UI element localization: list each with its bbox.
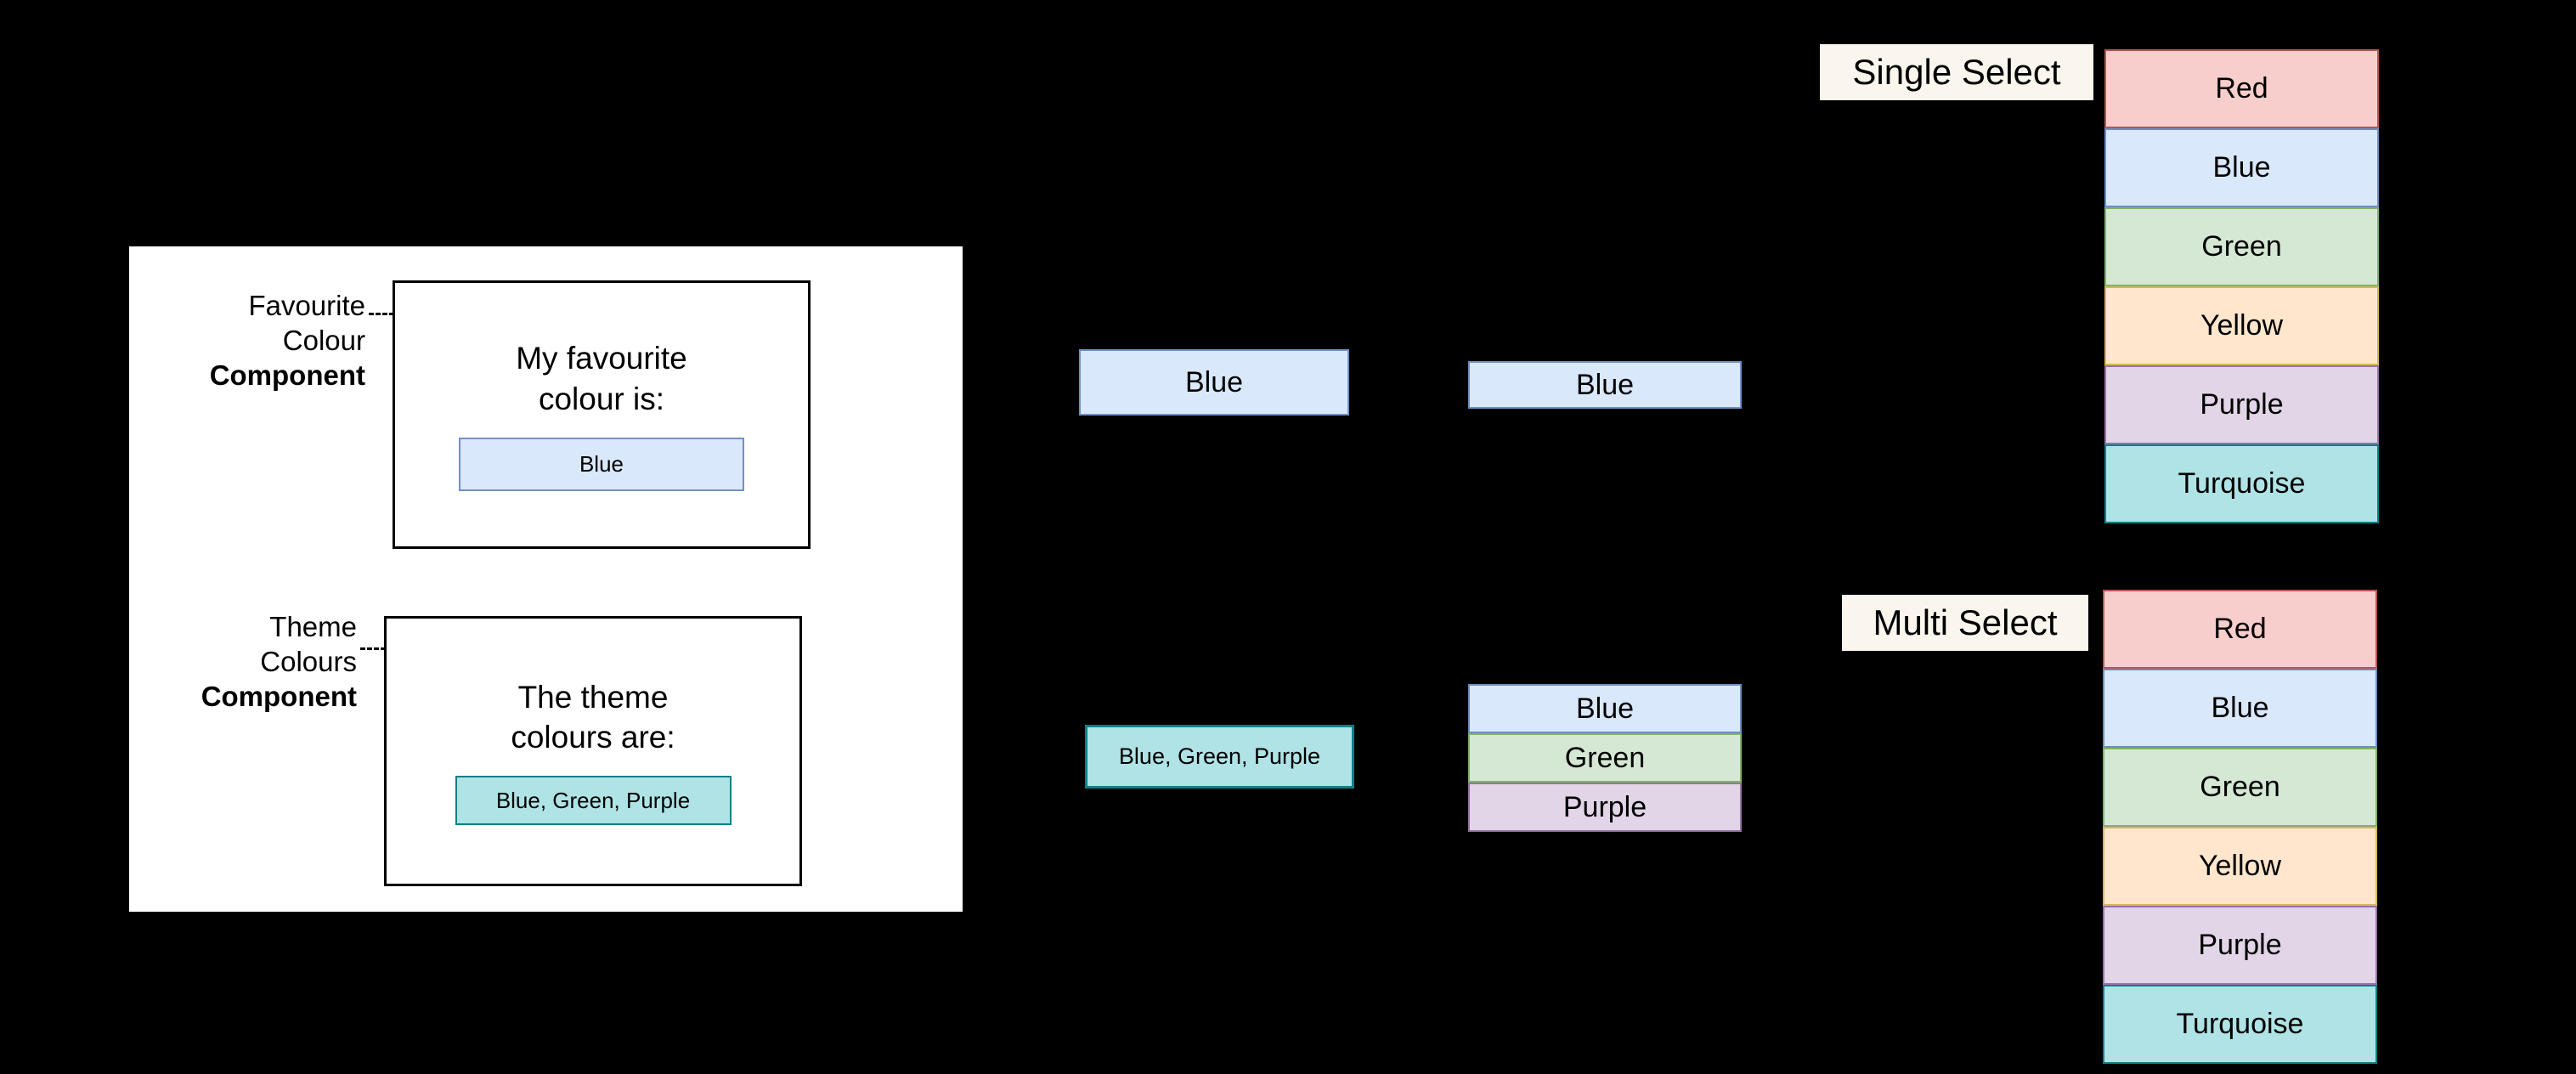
multi-select-title: Multi Select: [1842, 595, 2088, 651]
theme-colours-label-line-1: Theme: [269, 611, 357, 642]
emitted-value-multi-option-label: Blue: [1575, 692, 1635, 725]
theme-colours-label-component-word: Component: [201, 680, 357, 712]
theme-colours-label-line-2: Colours: [260, 645, 357, 677]
theme-colours-leader-line: [360, 647, 386, 650]
emitted-value-multi-option-purple: Purple: [1468, 783, 1742, 832]
emitted-value-multi-option-label: Purple: [1562, 790, 1647, 823]
favourite-colour-label-line-1: Favourite: [248, 290, 365, 321]
favourite-colour-value-chip: Blue: [459, 437, 744, 491]
multi-select-option-blue[interactable]: Blue: [2103, 669, 2377, 748]
favourite-colour-leader-line: [369, 313, 394, 315]
single-select-option-yellow[interactable]: Yellow: [2104, 286, 2379, 365]
single-select-option-label: Purple: [2200, 388, 2284, 421]
multi-select-option-label: Green: [2200, 771, 2280, 803]
multi-select-option-yellow[interactable]: Yellow: [2103, 827, 2377, 906]
favourite-colour-value-text: Blue: [579, 450, 624, 477]
single-select-title: Single Select: [1820, 44, 2093, 100]
emitted-value-single-text: Blue: [1575, 368, 1635, 401]
theme-colours-prompt: The theme colours are:: [511, 679, 675, 755]
favourite-colour-component: My favourite colour is: Blue: [393, 280, 811, 549]
single-select-option-green[interactable]: Green: [2104, 207, 2379, 286]
multi-select-option-label: Purple: [2198, 929, 2282, 961]
theme-colours-label: Theme Colours Component: [114, 610, 357, 715]
single-select-option-label: Red: [2215, 72, 2268, 105]
bound-value-multi: Blue, Green, Purple: [1085, 725, 1354, 789]
multi-select-option-label: Yellow: [2198, 850, 2282, 882]
single-select-option-purple[interactable]: Purple: [2104, 365, 2379, 444]
bound-value-single-text: Blue: [1184, 365, 1244, 399]
single-select-option-label: Turquoise: [2178, 467, 2306, 500]
favourite-colour-prompt: My favourite colour is:: [516, 341, 687, 416]
emitted-value-multi-option-label: Green: [1564, 741, 1646, 774]
theme-colours-component: The theme colours are: Blue, Green, Purp…: [384, 616, 802, 886]
single-select-option-label: Blue: [2212, 151, 2271, 184]
favourite-colour-label: Favourite Colour Component: [114, 289, 365, 393]
bound-value-multi-text: Blue, Green, Purple: [1118, 743, 1321, 769]
single-select-option-red[interactable]: Red: [2104, 49, 2379, 128]
emitted-value-multi-option-blue: Blue: [1468, 684, 1742, 733]
multi-select-title-text: Multi Select: [1873, 602, 2058, 642]
theme-colours-value-chip: Blue, Green, Purple: [455, 776, 732, 826]
single-select-option-blue[interactable]: Blue: [2104, 128, 2379, 207]
multi-select-option-green[interactable]: Green: [2103, 748, 2377, 827]
single-select-title-text: Single Select: [1852, 52, 2061, 92]
single-select-option-label: Green: [2201, 230, 2282, 263]
single-select-option-turquoise[interactable]: Turquoise: [2104, 444, 2379, 523]
multi-select-option-label: Turquoise: [2176, 1008, 2304, 1040]
multi-select-option-purple[interactable]: Purple: [2103, 906, 2377, 985]
emitted-value-single: Blue: [1468, 361, 1742, 409]
multi-select-option-turquoise[interactable]: Turquoise: [2103, 985, 2377, 1064]
emitted-value-multi-option-green: Green: [1468, 733, 1742, 783]
multi-select-option-label: Red: [2213, 613, 2267, 645]
favourite-colour-label-line-2: Colour: [282, 324, 365, 356]
single-select-option-label: Yellow: [2200, 309, 2284, 342]
multi-select-option-label: Blue: [2211, 692, 2269, 724]
multi-select-option-red[interactable]: Red: [2103, 590, 2377, 669]
favourite-colour-label-component-word: Component: [209, 359, 365, 391]
bound-value-single: Blue: [1079, 349, 1349, 415]
theme-colours-value-text: Blue, Green, Purple: [495, 787, 691, 813]
